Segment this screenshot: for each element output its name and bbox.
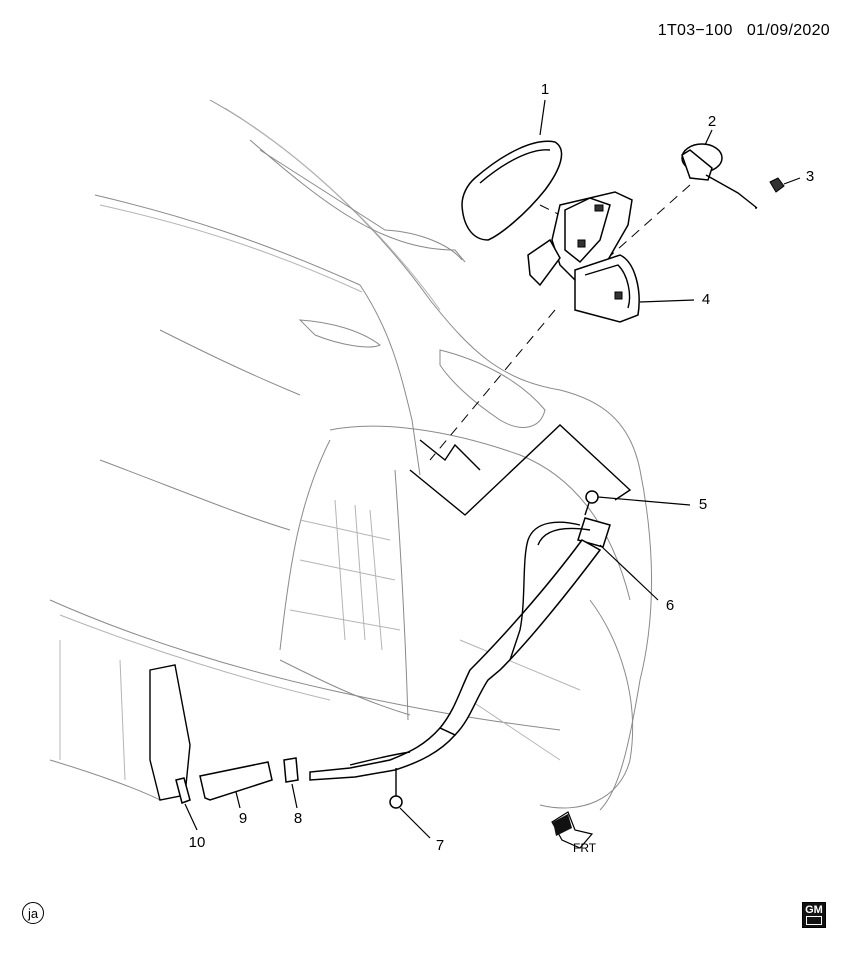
gm-logo: GM (802, 902, 826, 928)
callout-5: 5 (698, 496, 708, 513)
callout-10: 10 (188, 834, 206, 851)
assembly-line-3 (429, 309, 556, 461)
leader-lines (184, 99, 801, 839)
filler-hose (199, 761, 273, 801)
diagram-reference: 1T03−100 01/09/2020 (640, 22, 830, 40)
filler-pipe-screw (584, 490, 599, 516)
hose-clamp (283, 757, 299, 783)
artist-mark: ja (22, 902, 44, 924)
callout-8: 8 (293, 810, 303, 827)
filler-opening-inset (409, 424, 632, 516)
callout-6: 6 (665, 597, 675, 614)
assembly-line-2 (599, 184, 691, 266)
fuel-filler-pipe (309, 517, 611, 781)
fuel-door (461, 140, 563, 241)
fuel-door-actuator (681, 143, 758, 209)
diagram-code: 1T03−100 (657, 22, 733, 39)
gm-logo-underline (806, 916, 822, 925)
callout-4: 4 (701, 291, 711, 308)
vehicle-body-outline (49, 99, 653, 811)
callout-9: 9 (238, 810, 248, 827)
vent-connector (175, 777, 191, 804)
front-direction-arrow: FRT (551, 811, 597, 855)
fuel-door-housing (527, 191, 640, 323)
callout-1: 1 (540, 81, 550, 98)
callout-7: 7 (435, 837, 445, 854)
front-arrow-label: FRT (573, 841, 597, 855)
fuel-door-edge (479, 149, 551, 184)
callout-3: 3 (805, 168, 815, 185)
push-pin (769, 177, 785, 193)
inset-detail (419, 439, 481, 471)
gm-logo-text: GM (805, 904, 823, 916)
callout-2: 2 (707, 113, 717, 130)
pipe-mounting-bolt (389, 768, 403, 809)
diagram-date: 01/09/2020 (746, 22, 830, 39)
